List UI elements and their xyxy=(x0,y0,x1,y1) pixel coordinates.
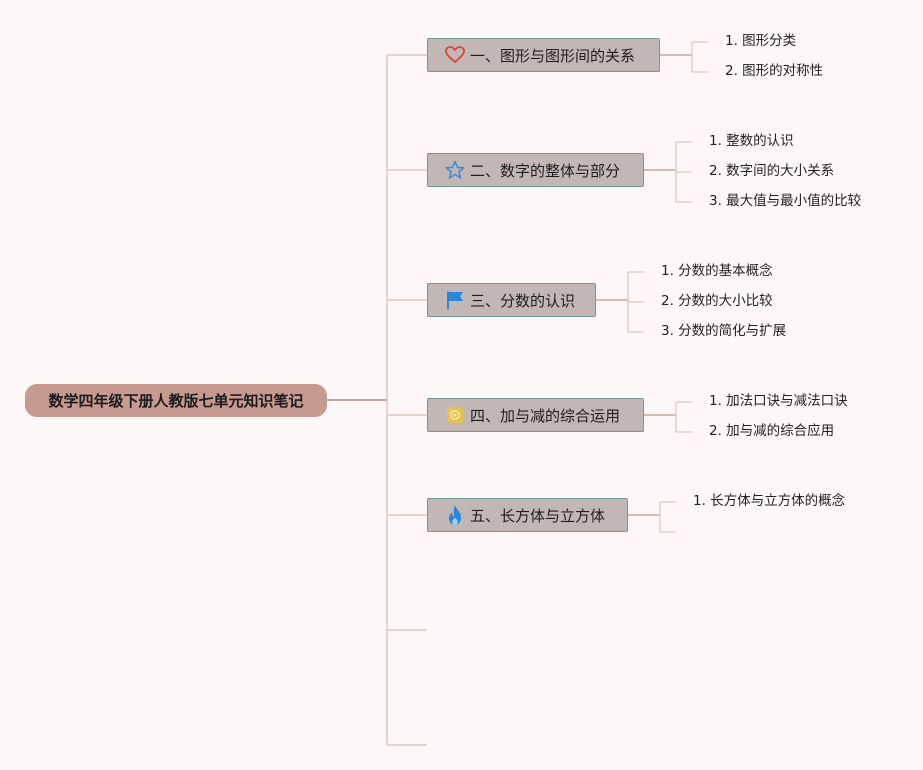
flame-icon xyxy=(444,504,466,526)
root-topic-label: 数学四年级下册人教版七单元知识笔记 xyxy=(48,392,304,410)
leaf-topic[interactable]: 2. 图形的对称性 xyxy=(725,63,824,79)
branch-topic-2[interactable]: 二、数字的整体与部分 xyxy=(427,153,644,187)
star-icon xyxy=(444,159,466,181)
leaf-topic[interactable]: 2. 数字间的大小关系 xyxy=(709,163,835,179)
leaf-topic[interactable]: 3. 最大值与最小值的比较 xyxy=(709,193,862,209)
branch-topic-5-label: 五、长方体与立方体 xyxy=(470,506,606,525)
branch-topic-2-label: 二、数字的整体与部分 xyxy=(470,161,621,180)
flag-icon xyxy=(444,289,466,311)
branch-topic-1-label: 一、图形与图形间的关系 xyxy=(470,46,636,65)
heart-icon xyxy=(444,44,466,66)
root-topic[interactable]: 数学四年级下册人教版七单元知识笔记 xyxy=(25,384,327,417)
leaf-topic[interactable]: 1. 加法口诀与减法口诀 xyxy=(709,393,848,409)
gear-icon xyxy=(444,404,466,426)
branch-topic-3-label: 三、分数的认识 xyxy=(470,291,576,310)
branch-topic-3[interactable]: 三、分数的认识 xyxy=(427,283,596,317)
branch-topic-4[interactable]: 四、加与减的综合运用 xyxy=(427,398,644,432)
leaf-topic[interactable]: 2. 分数的大小比较 xyxy=(661,293,773,309)
leaf-topic[interactable]: 1. 分数的基本概念 xyxy=(661,263,773,279)
leaf-topic[interactable]: 1. 图形分类 xyxy=(725,33,797,49)
leaf-topic[interactable]: 3. 分数的简化与扩展 xyxy=(661,323,787,339)
branch-topic-4-label: 四、加与减的综合运用 xyxy=(470,406,621,425)
branch-topic-1[interactable]: 一、图形与图形间的关系 xyxy=(427,38,660,72)
branch-topic-5[interactable]: 五、长方体与立方体 xyxy=(427,498,628,532)
leaf-topic[interactable]: 1. 整数的认识 xyxy=(709,133,794,149)
leaf-topic[interactable]: 1. 长方体与立方体的概念 xyxy=(693,493,846,509)
leaf-topic[interactable]: 2. 加与减的综合应用 xyxy=(709,423,835,439)
